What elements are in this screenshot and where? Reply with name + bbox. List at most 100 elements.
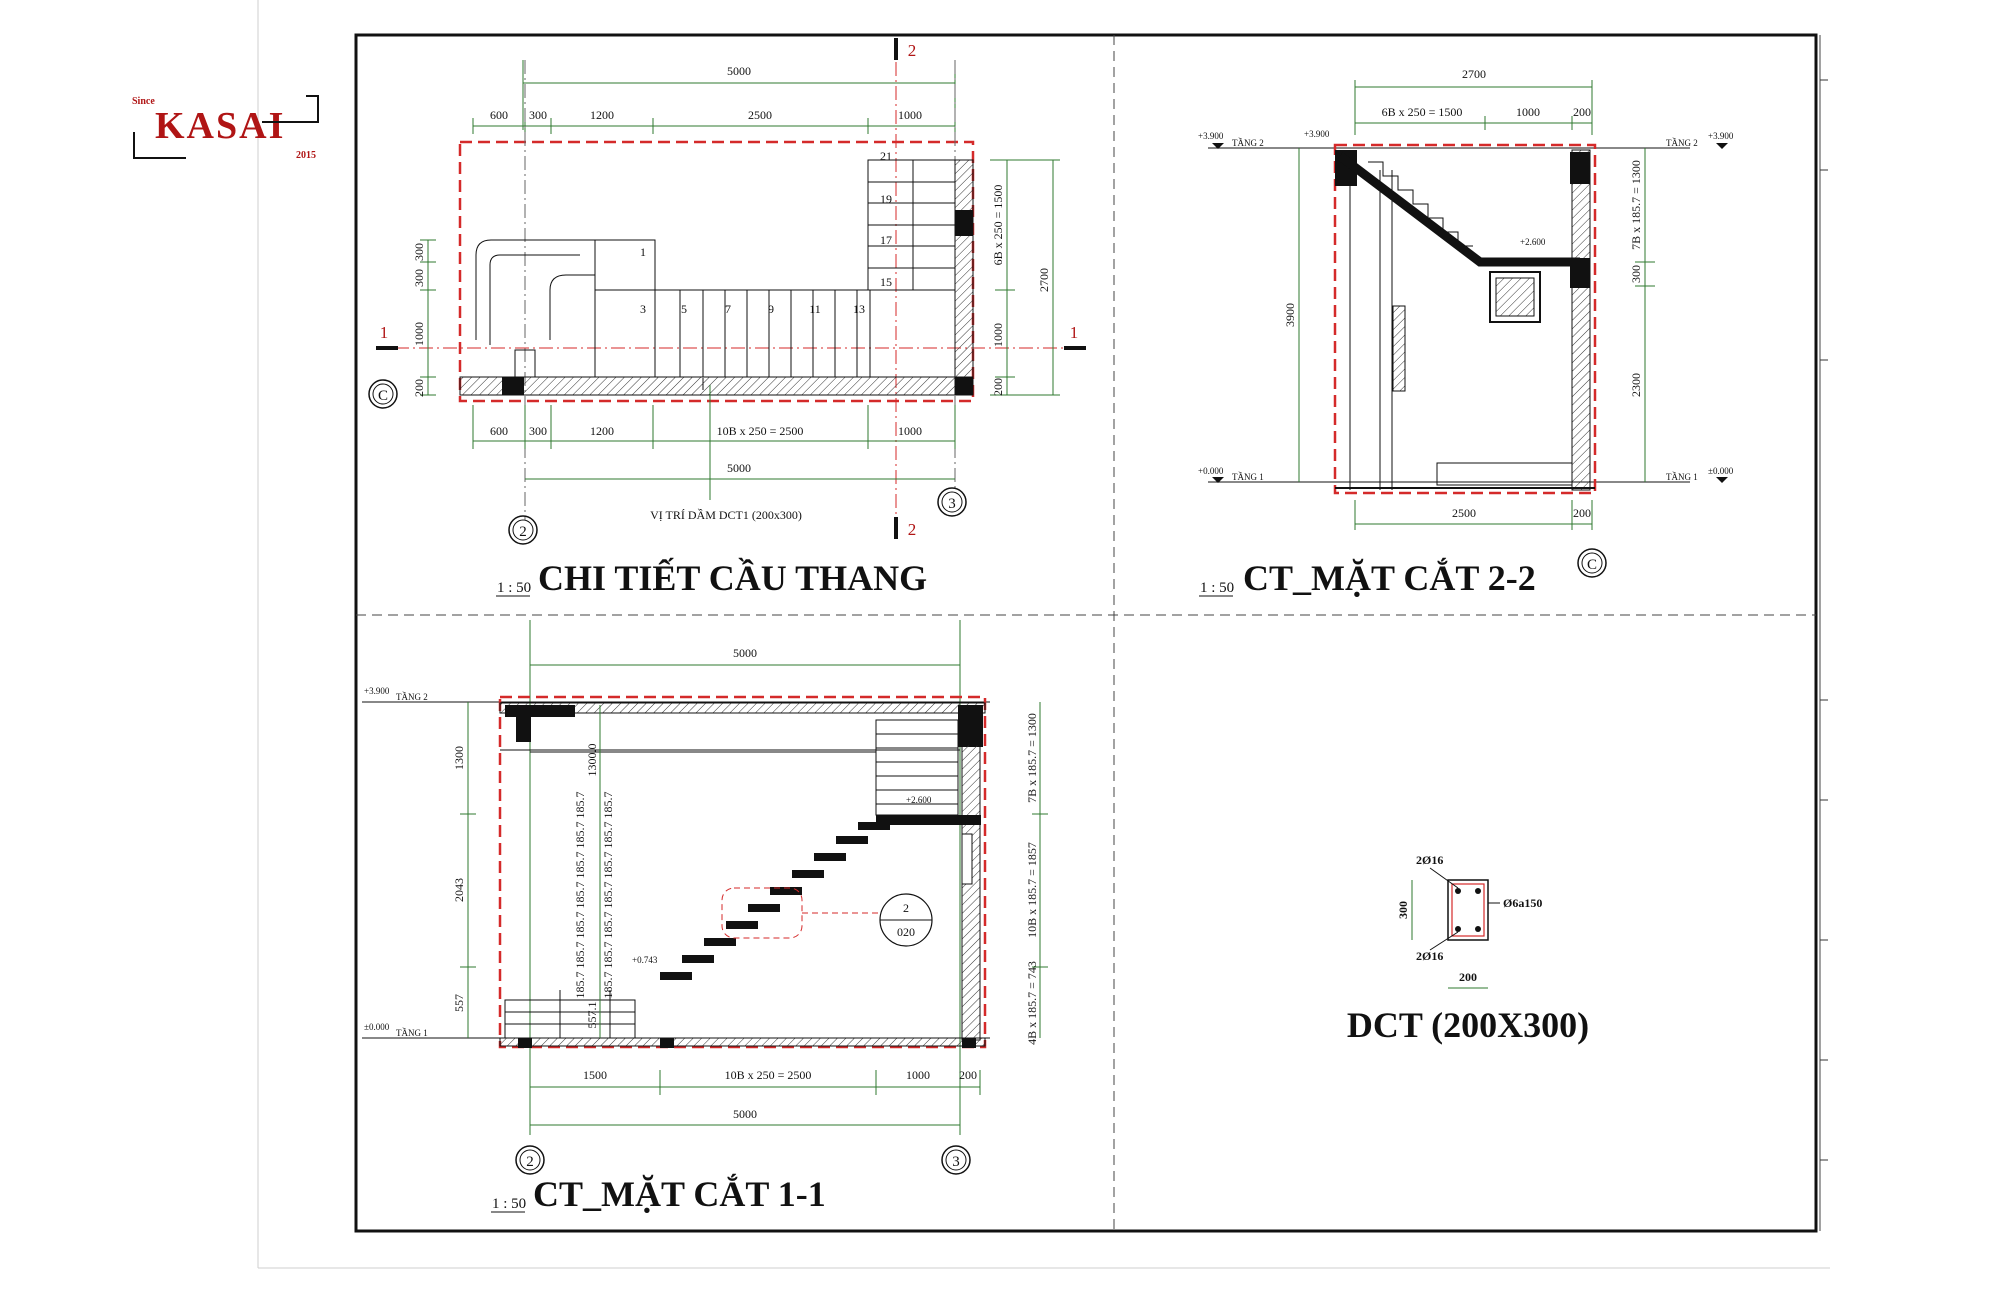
s22-grid-bubble-c: C [1587,557,1597,573]
s22-lvl-4: TẦNG 2 [1666,138,1698,148]
s11-top-total: 5000 [733,646,757,660]
s22-lvl-7: TẦNG 1 [1232,472,1264,482]
s22-right-dim-3: 2300 [1629,373,1643,397]
plan-section-outline [458,140,975,403]
s22-top-total: 2700 [1462,67,1486,81]
section-2-2: 2700 6B x 250 = 1500 1000 200 +3.900 TẦN… [1198,67,1734,598]
s11-inner-dim: 1300.0 [585,744,599,777]
section-mark-1-right: 1 [1070,323,1079,342]
s11-right-dim-2: 10B x 185.7 = 1857 [1025,842,1039,938]
stair-plan: 5000 600 300 1200 2500 1000 [368,38,1086,598]
riser-label: 185.7 [601,972,615,999]
s11-landing-level: +2.600 [906,795,932,805]
s22-lvl-5: +3.900 [1708,131,1734,141]
s11-left-dim-1: 1300 [452,746,466,770]
s22-bottom-dim-1: 2500 [1452,506,1476,520]
s11-title: CT_MẶT CẮT 1-1 [533,1174,826,1214]
s11-bottom-total: 5000 [733,1107,757,1121]
s11-section-outline [498,695,987,1049]
section-mark-1-left: 1 [380,323,389,342]
beam-bottom-rebar: 2Ø16 [1416,949,1443,963]
section-1-1: 5000 +3.900 TẦNG 2 ±0.000 TẦNG 1 +2.600 [362,620,1048,1214]
s11-lvl-1: +3.900 [364,686,390,696]
beam-top-rebar: 2Ø16 [1416,853,1443,867]
riser-label: 185.7 [573,822,587,849]
s22-lvl-1: +3.900 [1198,131,1224,141]
plan-right-dim-1: 6B x 250 = 1500 [991,185,1005,266]
s22-bottom-dim-2: 200 [1573,506,1591,520]
s11-scale: 1 : 50 [492,1196,526,1212]
plan-top-dim-1: 600 [490,108,508,122]
s11-step-level: +0.743 [632,955,658,965]
plan-bottom-dim-4: 10B x 250 = 2500 [717,424,804,438]
s11-left-dim-2: 2043 [452,878,466,902]
riser-label: 185.7 [573,792,587,819]
s11-detail-sheet: 020 [897,925,915,939]
plan-right-total: 2700 [1037,268,1051,292]
s11-bottom-dim-4: 200 [959,1068,977,1082]
s22-lvl-8: TẦNG 1 [1666,472,1698,482]
beam-width: 200 [1459,970,1477,984]
s22-lvl-9: ±0.000 [1708,466,1734,476]
s22-lvl-3: +3.900 [1304,129,1330,139]
riser-label: 185.7 [601,882,615,909]
grid-bubble-2: 2 [519,524,527,540]
beam-stirrup: Ø6a150 [1503,896,1542,910]
s11-left-dim-3: 557 [452,994,466,1012]
s22-top-dim-1: 6B x 250 = 1500 [1382,105,1463,119]
s22-title: CT_MẶT CẮT 2-2 [1243,558,1536,598]
s11-detail-number: 2 [903,901,909,915]
s22-top-dim-3: 200 [1573,105,1591,119]
plan-top-dim-2: 300 [529,108,547,122]
s22-left-height: 3900 [1283,303,1297,327]
riser-label: 185.7 [601,912,615,939]
riser-label: 185.7 [573,852,587,879]
s11-bottom-dim-2: 10B x 250 = 2500 [725,1068,812,1082]
step-3: 3 [640,302,646,316]
sheet-border [354,33,1818,1233]
plan-top-dim-3: 1200 [590,108,614,122]
logo-name: KASAI [155,105,285,147]
grid-bubble-c: C [378,388,388,404]
step-5: 5 [681,302,687,316]
s11-grid-bubble-2: 2 [526,1154,534,1170]
plan-right-dim-3: 200 [991,378,1005,396]
step-19: 19 [880,192,892,206]
plan-right-dim-2: 1000 [991,323,1005,347]
riser-label: 185.7 [601,792,615,819]
s22-section-outline [1333,143,1597,495]
beam-title: DCT (200X300) [1347,1005,1589,1045]
s11-bottom-dim-3: 1000 [906,1068,930,1082]
step-15: 15 [880,275,892,289]
step-17: 17 [880,233,892,247]
riser-label: 185.7 [573,882,587,909]
beam-detail: 2Ø16 2Ø16 Ø6a150 300 200 DCT (200X300) [1347,853,1589,1045]
plan-left-dim-2: 300 [412,269,426,287]
plan-left-dim-1: 300 [412,243,426,261]
s22-right-dim-1: 7B x 185.7 = 1300 [1629,160,1643,250]
riser-label: 185.7 [601,852,615,879]
step-11: 11 [809,302,821,316]
s11-bottom-dim-1: 1500 [583,1068,607,1082]
step-1: 1 [640,245,646,259]
riser-label: 185.7 [601,822,615,849]
s11-right-dim-1: 7B x 185.7 = 1300 [1025,713,1039,803]
plan-bottom-total: 5000 [727,461,751,475]
grid-bubble-3: 3 [948,496,956,512]
kasai-logo: Since KASAI 2015 [132,95,319,161]
plan-left-dim-3: 1000 [412,322,426,346]
section-mark-2-top: 2 [908,41,917,60]
plan-bottom-dim-2: 300 [529,424,547,438]
riser-label: 185.7 [573,972,587,999]
logo-since: Since [132,96,155,107]
s22-top-dim-2: 1000 [1516,105,1540,119]
s11-lvl-4: TẦNG 1 [396,1028,428,1038]
s22-scale: 1 : 50 [1200,580,1234,596]
plan-left-dim-4: 200 [412,379,426,397]
s22-landing-level: +2.600 [1520,237,1546,247]
s22-lvl-2: TẦNG 2 [1232,138,1264,148]
s22-lvl-6: +0.000 [1198,466,1224,476]
plan-bottom-dim-1: 600 [490,424,508,438]
step-9: 9 [768,302,774,316]
beam-height: 300 [1396,901,1410,919]
